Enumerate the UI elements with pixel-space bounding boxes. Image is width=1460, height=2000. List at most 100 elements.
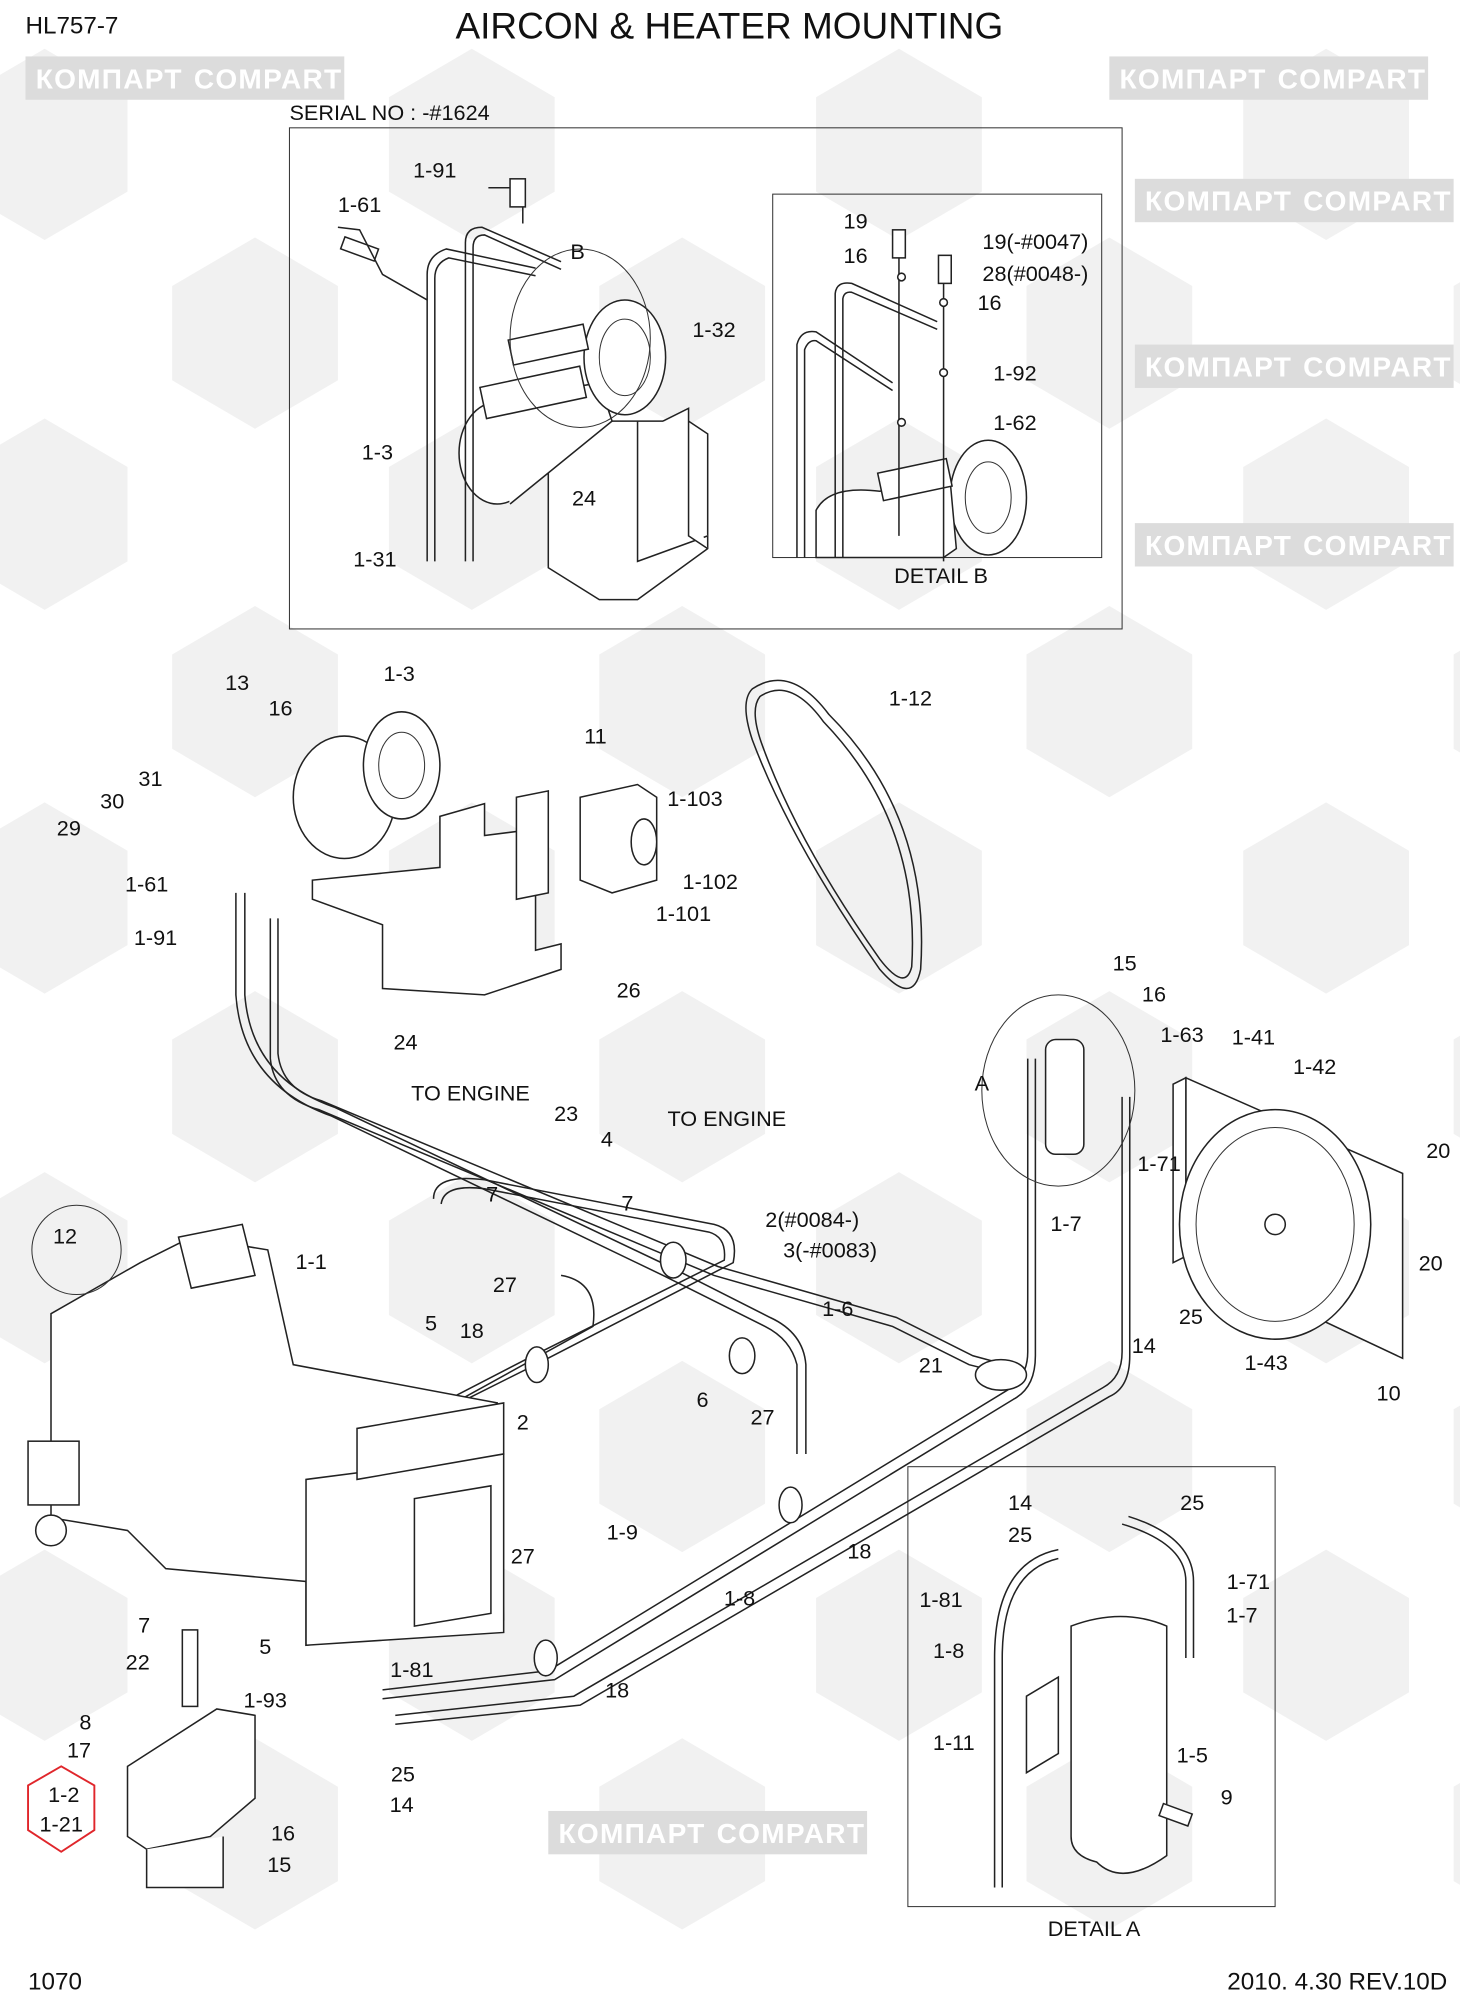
callout-1-11[interactable]: 1-11 [933, 1730, 975, 1755]
callout-16[interactable]: 16 [977, 290, 1001, 315]
main-assembly-drawing [27, 679, 1404, 1889]
callout-25[interactable]: 25 [391, 1762, 415, 1787]
callout-1-2[interactable]: 1-2 [48, 1782, 79, 1807]
callout-1-62[interactable]: 1-62 [993, 410, 1036, 435]
callout-1-81[interactable]: 1-81 [919, 1587, 962, 1612]
watermark-hexagon [1243, 418, 1409, 610]
callout-1-102[interactable]: 1-102 [683, 869, 738, 894]
callout-14[interactable]: 14 [390, 1792, 414, 1817]
callout-13[interactable]: 13 [225, 670, 249, 695]
callout-27[interactable]: 27 [511, 1544, 535, 1569]
callout-7[interactable]: 7 [138, 1612, 150, 1637]
callout-20[interactable]: 20 [1426, 1138, 1450, 1163]
callout-1-103[interactable]: 1-103 [667, 786, 722, 811]
callout-7[interactable]: 7 [486, 1181, 498, 1206]
callout-1-71[interactable]: 1-71 [1137, 1151, 1180, 1176]
callout-1-6[interactable]: 1-6 [822, 1296, 853, 1321]
callout-1-91[interactable]: 1-91 [413, 158, 456, 183]
callout-31[interactable]: 31 [138, 766, 162, 791]
callout-10[interactable]: 10 [1377, 1380, 1401, 1405]
callout-1-32[interactable]: 1-32 [692, 317, 735, 342]
callout-26[interactable]: 26 [617, 977, 641, 1002]
callout-1-9[interactable]: 1-9 [607, 1519, 638, 1544]
callout-1-8[interactable]: 1-8 [724, 1586, 755, 1611]
callout-1-42[interactable]: 1-42 [1293, 1054, 1336, 1079]
callout-20[interactable]: 20 [1419, 1250, 1443, 1275]
callout-27[interactable]: 27 [750, 1405, 774, 1430]
callout-1-101[interactable]: 1-101 [656, 901, 711, 926]
callout-25[interactable]: 25 [1180, 1490, 1204, 1515]
callout-23[interactable]: 23 [554, 1101, 578, 1126]
callout-2[interactable]: 2 [517, 1410, 529, 1435]
watermark-text: COMPART [1303, 530, 1452, 561]
callout-3-0083[interactable]: 3(-#0083) [783, 1238, 877, 1263]
watermark-text: COMPART [1303, 186, 1452, 217]
callout-18[interactable]: 18 [460, 1318, 484, 1343]
page-title: AIRCON & HEATER MOUNTING [456, 6, 1004, 47]
callout-1-12[interactable]: 1-12 [889, 685, 932, 710]
callout-17[interactable]: 17 [67, 1737, 91, 1762]
callout-1-7[interactable]: 1-7 [1226, 1602, 1257, 1627]
watermark-hexagon [0, 1549, 128, 1741]
callout-12[interactable]: 12 [53, 1224, 77, 1249]
callout-19-0047[interactable]: 19(-#0047) [982, 229, 1088, 254]
callout-5[interactable]: 5 [259, 1634, 271, 1659]
callout-5[interactable]: 5 [425, 1310, 437, 1335]
watermark-hexagon [1453, 282, 1460, 385]
callout-11[interactable]: 11 [584, 724, 606, 749]
callout-1-71[interactable]: 1-71 [1227, 1569, 1270, 1594]
callout-1-3[interactable]: 1-3 [383, 661, 414, 686]
callout-1-93[interactable]: 1-93 [244, 1688, 287, 1713]
callout-b[interactable]: B [570, 239, 584, 264]
callout-1-81[interactable]: 1-81 [390, 1657, 433, 1682]
callout-1-61[interactable]: 1-61 [125, 872, 168, 897]
callout-14[interactable]: 14 [1132, 1333, 1156, 1358]
callout-25[interactable]: 25 [1008, 1522, 1032, 1547]
callout-1-92[interactable]: 1-92 [993, 360, 1036, 385]
callout-7[interactable]: 7 [621, 1190, 633, 1215]
callout-1-41[interactable]: 1-41 [1232, 1025, 1275, 1050]
callout-1-63[interactable]: 1-63 [1160, 1022, 1203, 1047]
callout-8[interactable]: 8 [79, 1709, 91, 1734]
callout-1-31[interactable]: 1-31 [353, 546, 396, 571]
callout-16[interactable]: 16 [271, 1820, 295, 1845]
callout-30[interactable]: 30 [100, 789, 124, 814]
callout-4[interactable]: 4 [601, 1127, 613, 1152]
callout-1-8[interactable]: 1-8 [933, 1638, 964, 1663]
callout-16[interactable]: 16 [844, 243, 868, 268]
callout-1-5[interactable]: 1-5 [1177, 1743, 1208, 1768]
callout-20084-[interactable]: 2(#0084-) [765, 1207, 859, 1232]
callout-25[interactable]: 25 [1179, 1304, 1203, 1329]
callout-19[interactable]: 19 [844, 209, 868, 234]
callout-27[interactable]: 27 [493, 1272, 517, 1297]
watermark-hexagon [1453, 1783, 1460, 1885]
watermark-text: КОМПАРТ [1145, 351, 1292, 382]
callout-16[interactable]: 16 [1142, 981, 1166, 1006]
callout-24[interactable]: 24 [572, 485, 596, 510]
callout-1-61[interactable]: 1-61 [338, 192, 381, 217]
callout-1-3[interactable]: 1-3 [362, 439, 393, 464]
callout-18[interactable]: 18 [605, 1677, 629, 1702]
callout-14[interactable]: 14 [1008, 1490, 1032, 1515]
callout-15[interactable]: 15 [267, 1852, 291, 1877]
callout-a[interactable]: A [975, 1071, 990, 1096]
callout-280048-[interactable]: 28(#0048-) [982, 261, 1088, 286]
callout-9[interactable]: 9 [1221, 1785, 1233, 1810]
callout-18[interactable]: 18 [847, 1538, 871, 1563]
callout-1-43[interactable]: 1-43 [1245, 1350, 1288, 1375]
callout-22[interactable]: 22 [126, 1649, 150, 1674]
callout-1-1[interactable]: 1-1 [295, 1249, 326, 1274]
callout-21[interactable]: 21 [919, 1352, 943, 1377]
callout-toengine[interactable]: TO ENGINE [667, 1106, 786, 1131]
callout-15[interactable]: 15 [1113, 951, 1137, 976]
callout-1-21[interactable]: 1-21 [40, 1811, 83, 1836]
callout-1-91[interactable]: 1-91 [134, 925, 177, 950]
callout-24[interactable]: 24 [393, 1030, 417, 1055]
callout-6[interactable]: 6 [697, 1387, 709, 1412]
callout-29[interactable]: 29 [57, 816, 81, 841]
serial-inset-frame [288, 127, 1123, 630]
callout-1-7[interactable]: 1-7 [1050, 1211, 1081, 1236]
callout-16[interactable]: 16 [268, 696, 292, 721]
watermark-hexagon [1453, 1035, 1460, 1138]
callout-toengine[interactable]: TO ENGINE [411, 1081, 530, 1106]
